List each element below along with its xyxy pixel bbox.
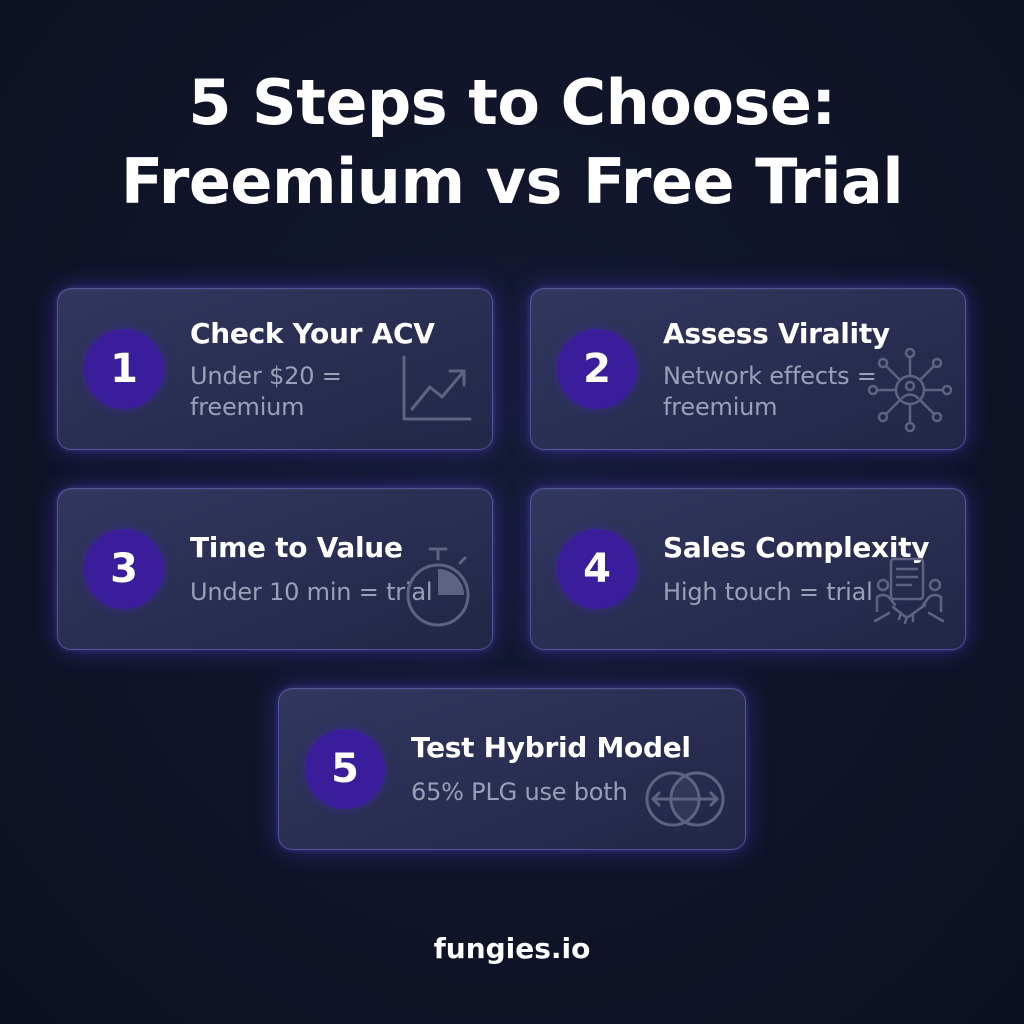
- step-description: Under $20 = freemium: [190, 361, 390, 423]
- page-title-line-2: Freemium vs Free Trial: [120, 145, 904, 218]
- step-description: Under 10 min = trial: [190, 578, 433, 606]
- network-icon: [867, 347, 953, 433]
- step-heading: Time to Value: [190, 531, 403, 564]
- step-heading: Test Hybrid Model: [411, 731, 691, 764]
- step-card-1: 1 Check Your ACV Under $20 = freemium: [57, 288, 493, 450]
- handshake-document-icon: [873, 555, 945, 631]
- step-description-line-1: Under $20 =: [190, 362, 342, 390]
- step-card-4: 4 Sales Complexity High touch = trial: [530, 488, 966, 650]
- step-number-badge: 5: [305, 729, 385, 809]
- step-description: 65% PLG use both: [411, 778, 628, 806]
- step-number-badge: 1: [84, 329, 164, 409]
- step-heading: Check Your ACV: [190, 317, 435, 350]
- step-card-5: 5 Test Hybrid Model 65% PLG use both: [278, 688, 746, 850]
- step-description: Network effects = freemium: [663, 361, 903, 423]
- step-number-badge: 4: [557, 529, 637, 609]
- step-card-3: 3 Time to Value Under 10 min = trial: [57, 488, 493, 650]
- step-description-line-1: Network effects =: [663, 362, 877, 390]
- step-heading: Sales Complexity: [663, 531, 930, 564]
- overlapping-circles-icon: [643, 769, 727, 829]
- step-number-badge: 2: [557, 329, 637, 409]
- step-description: High touch = trial: [663, 578, 873, 606]
- footer-brand: fungies.io: [433, 932, 591, 965]
- page-title-line-1: 5 Steps to Choose:: [188, 66, 836, 139]
- stopwatch-icon: [402, 545, 474, 631]
- line-chart-icon: [396, 353, 476, 425]
- step-description-line-2: freemium: [190, 393, 305, 421]
- step-heading: Assess Virality: [663, 317, 890, 350]
- step-number-badge: 3: [84, 529, 164, 609]
- step-description-line-2: freemium: [663, 393, 778, 421]
- step-card-2: 2 Assess Virality Network effects = free…: [530, 288, 966, 450]
